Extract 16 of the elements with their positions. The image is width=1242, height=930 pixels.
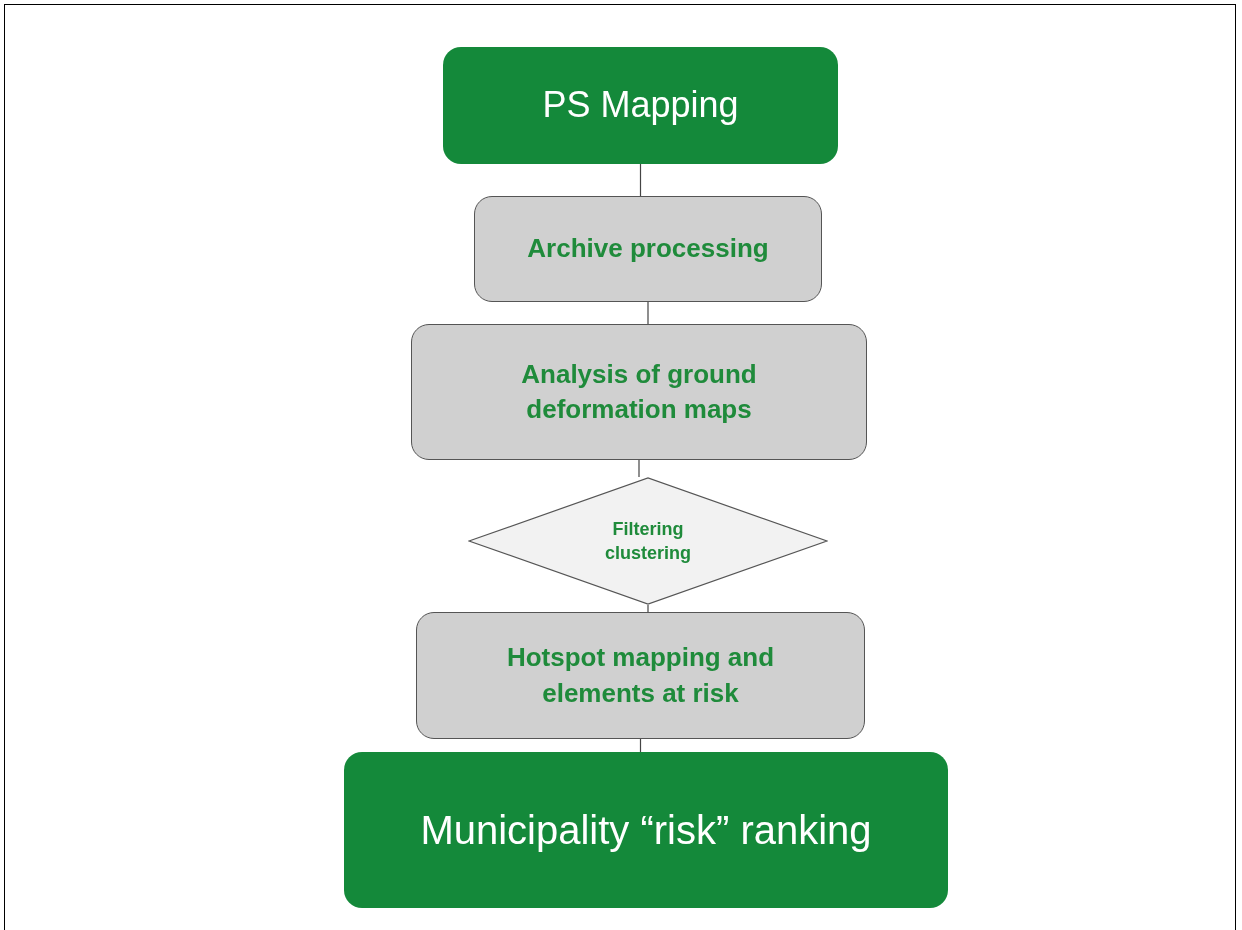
connector-line bbox=[639, 163, 642, 197]
node-label: Archive processing bbox=[527, 232, 769, 266]
node-label: Filtering clustering bbox=[604, 517, 692, 565]
node-label: PS Mapping bbox=[542, 83, 739, 128]
process-box bbox=[411, 324, 867, 460]
node-label: Municipality “risk” ranking bbox=[420, 807, 872, 854]
process-box bbox=[474, 196, 822, 302]
connector-line bbox=[647, 604, 649, 613]
node-label: Analysis of ground deformation maps bbox=[520, 357, 758, 426]
connector-line bbox=[647, 301, 649, 325]
end-box bbox=[344, 752, 948, 908]
decision-diamond bbox=[468, 477, 828, 605]
process-box bbox=[416, 612, 865, 739]
connector-line bbox=[638, 459, 640, 478]
start-box bbox=[443, 47, 838, 164]
node-label: Hotspot mapping and elements at risk bbox=[505, 641, 776, 710]
